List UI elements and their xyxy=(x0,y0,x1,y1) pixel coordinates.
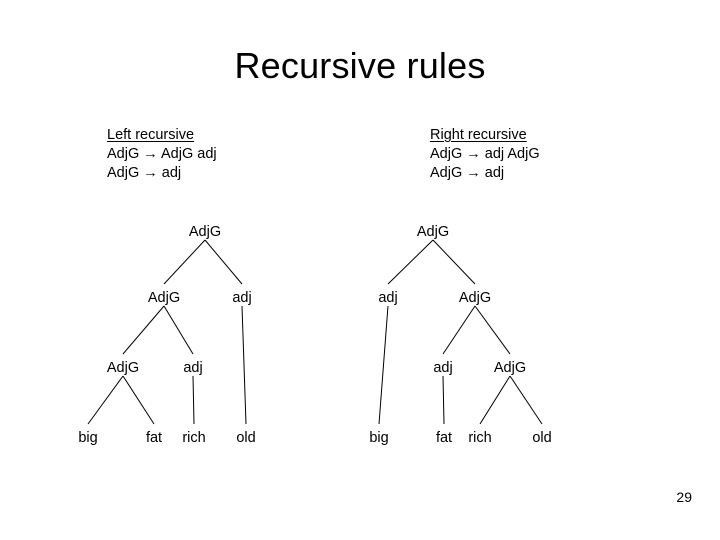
tree-edge xyxy=(474,305,511,355)
tree-node-l-n3a: AdjG xyxy=(106,360,140,376)
right-rule-line-2: AdjG → adj xyxy=(430,165,505,181)
tree-node-r-leaf2: fat xyxy=(435,430,453,446)
tree-edge xyxy=(204,239,243,285)
tree-node-l-leaf1: big xyxy=(78,430,98,446)
right-rules-heading: Right recursive xyxy=(430,127,527,143)
tree-edge xyxy=(442,305,476,355)
tree-edge xyxy=(479,375,511,425)
tree-node-l-leaf3: rich xyxy=(182,430,206,446)
tree-node-r-leaf3: rich xyxy=(468,430,492,446)
tree-edge xyxy=(432,239,476,285)
tree-node-r-leaf4: old xyxy=(532,430,552,446)
tree-edge xyxy=(192,375,195,425)
left-rules-heading: Left recursive xyxy=(107,127,195,143)
left-rule-line-1: AdjG → AdjG adj xyxy=(107,146,217,162)
tree-edge xyxy=(509,375,543,425)
tree-edge xyxy=(122,375,155,425)
tree-node-l-n2b: adj xyxy=(232,290,252,306)
tree-node-r-n2b: AdjG xyxy=(458,290,492,306)
tree-node-r-n2a: adj xyxy=(378,290,398,306)
tree-node-r-leaf1: big xyxy=(369,430,389,446)
left-recursive-rules: Left recursive AdjG → AdjG adj AdjG → ad… xyxy=(107,126,217,183)
tree-edge xyxy=(442,375,445,425)
right-recursive-rules: Right recursive AdjG → adj AdjG AdjG → a… xyxy=(430,126,540,183)
tree-node-l-leaf2: fat xyxy=(145,430,163,446)
page-number: 29 xyxy=(676,489,692,505)
tree-node-l-n3b: adj xyxy=(183,360,203,376)
tree-edge xyxy=(241,305,247,425)
tree-edge xyxy=(87,375,124,425)
tree-edge xyxy=(378,305,389,425)
page-title: Recursive rules xyxy=(234,45,486,86)
tree-node-l-root: AdjG xyxy=(188,224,222,240)
tree-edge xyxy=(122,305,165,355)
tree-node-r-root: AdjG xyxy=(416,224,450,240)
tree-edge xyxy=(163,239,206,285)
left-rule-line-2: AdjG → adj xyxy=(107,165,182,181)
tree-edge xyxy=(387,239,434,285)
tree-node-l-n2a: AdjG xyxy=(147,290,181,306)
tree-node-l-leaf4: old xyxy=(236,430,256,446)
tree-node-r-n3b: AdjG xyxy=(493,360,527,376)
tree-node-r-n3a: adj xyxy=(433,360,453,376)
tree-edge xyxy=(163,305,194,355)
right-rule-line-1: AdjG → adj AdjG xyxy=(430,146,540,162)
